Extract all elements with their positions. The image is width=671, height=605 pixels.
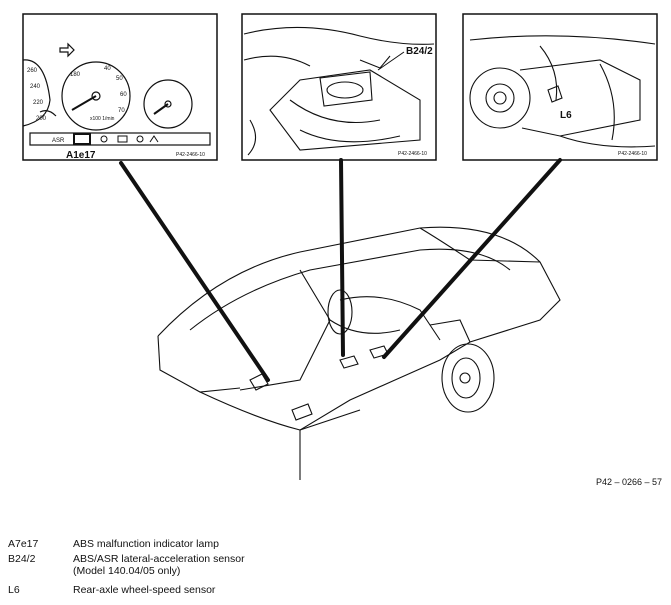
tach-units-label: x100 1/min: [90, 116, 115, 122]
legend-code: L6: [8, 584, 20, 596]
speedometer-gauge: [61, 61, 131, 131]
legend-text: Rear-axle wheel-speed sensor: [73, 584, 216, 596]
rear-axle-panel: L6 P42-2466-10: [462, 13, 658, 161]
figure-reference: P42 – 0266 – 57: [596, 477, 662, 487]
speed-tick-label: 260: [27, 68, 38, 74]
speed-tick-label: 180: [70, 72, 81, 78]
component-location-diagram: 260 240 220 200 180 40 50 60 70 x100 1/m…: [22, 13, 662, 487]
tach-tick-label: 60: [120, 92, 127, 98]
callout-l6: L6: [560, 110, 572, 121]
tach-tick-label: 50: [116, 76, 123, 82]
panel-ref-middle: P42-2466-10: [398, 151, 427, 157]
panel-ref-left: P42-2466-10: [176, 152, 205, 158]
callout-b24-2: B24/2: [406, 46, 433, 57]
vehicle-outline: [157, 226, 561, 480]
speed-tick-label: 240: [30, 84, 41, 90]
wheel-hub: [469, 67, 531, 129]
sensor-unit: [319, 71, 373, 107]
leader-lines: [119, 158, 562, 382]
wheel-speed-sensor: [547, 85, 563, 103]
tachometer-gauge: [143, 79, 193, 129]
leader-a1e17: [119, 161, 270, 382]
sensor-panel: B24/2 P42-2466-10: [241, 13, 437, 161]
speed-tick-label: 200: [36, 116, 47, 122]
warning-lamp-strip: [29, 132, 211, 146]
legend-text: ABS malfunction indicator lamp: [73, 538, 219, 550]
speed-tick-label: 220: [33, 100, 44, 106]
tach-tick-label: 70: [118, 108, 125, 114]
rear-wheel: [441, 343, 495, 413]
legend-code: A7e17: [8, 538, 39, 550]
legend-code: B24/2: [8, 553, 36, 565]
leader-l6: [382, 158, 562, 359]
panel-ref-right: P42-2466-10: [618, 151, 647, 157]
instrument-cluster-panel: 260 240 220 200 180 40 50 60 70 x100 1/m…: [22, 13, 218, 161]
legend-text: ABS/ASR lateral-acceleration sensor: [73, 553, 245, 565]
asr-lamp-label: ASR: [52, 138, 65, 144]
steering-wheel: [327, 289, 353, 335]
leader-b24-2: [339, 158, 345, 357]
legend-note: (Model 140.04/05 only): [73, 565, 181, 577]
callout-a1e17: A1e17: [66, 150, 96, 161]
tach-tick-label: 40: [104, 66, 111, 72]
